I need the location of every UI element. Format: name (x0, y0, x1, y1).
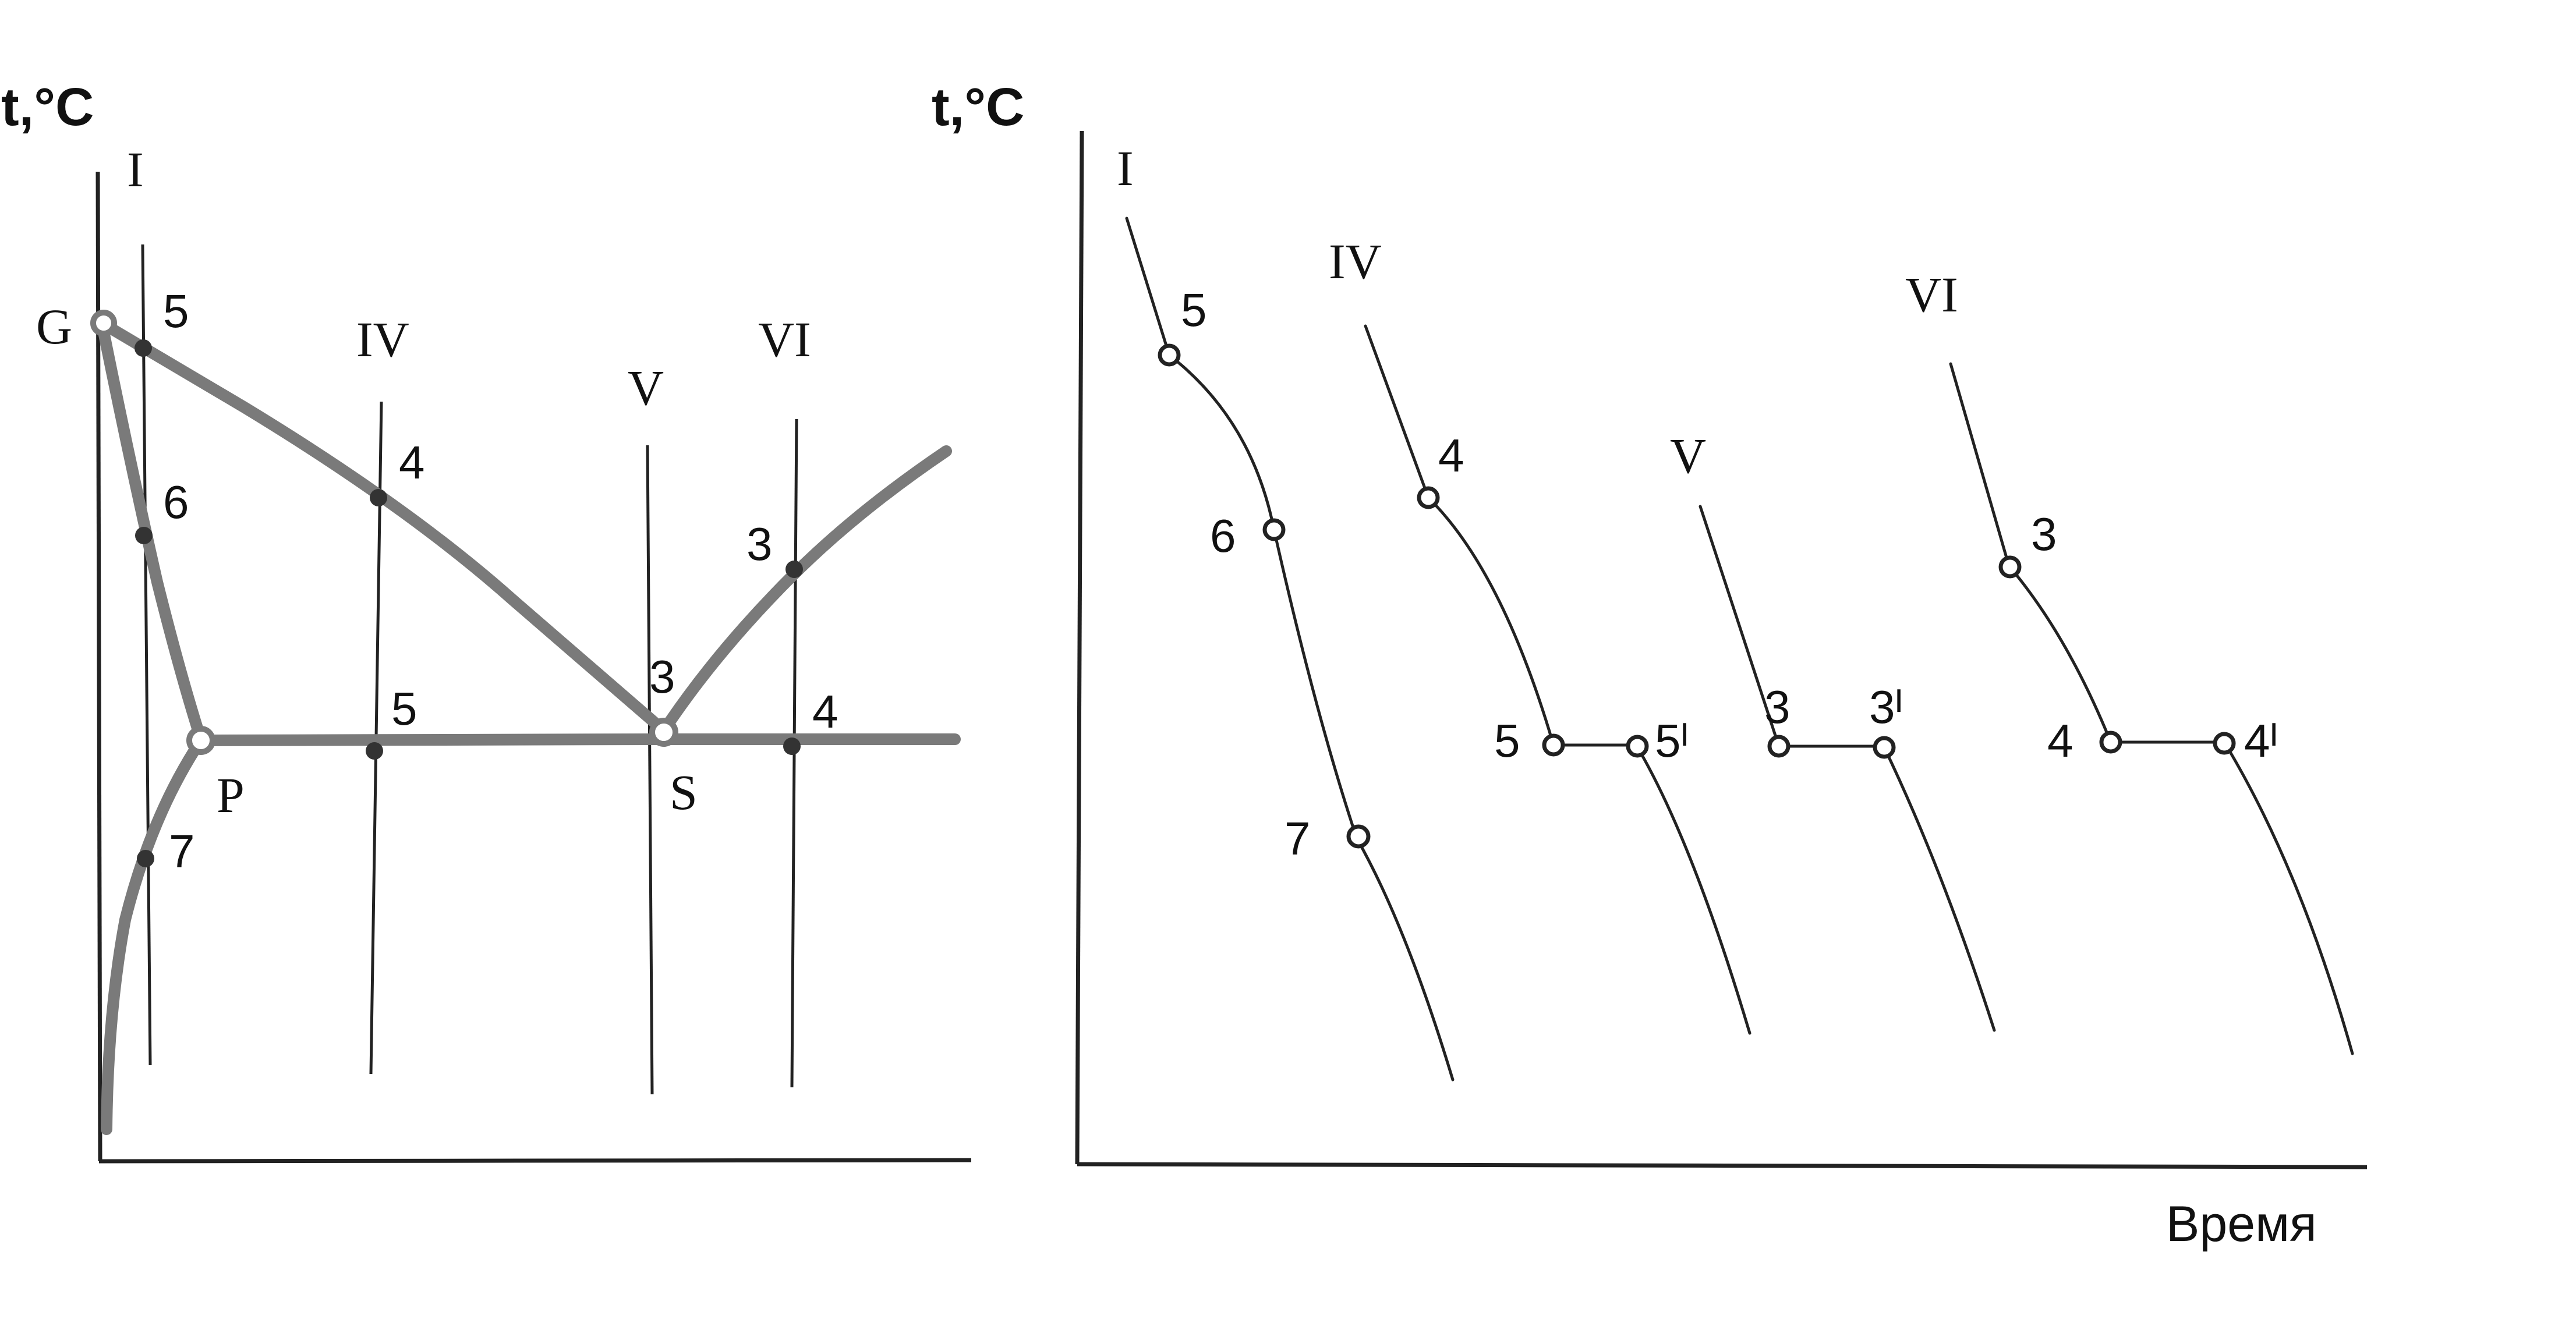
cc-label-VI-4prime: 4ᴵ (2244, 715, 2278, 767)
phase-x-axis (98, 1158, 972, 1164)
point-P-marker (186, 726, 215, 755)
phase-label-IV-5: 5 (391, 683, 417, 735)
cc-label-IV-4: 4 (1438, 430, 1464, 481)
cc-marker-I-6 (1262, 518, 1286, 541)
phase-y-axis-label: t,°C (1, 77, 94, 137)
cc-label-I-6: 6 (1210, 510, 1236, 562)
dot-VI-3 (785, 561, 803, 578)
cooling-y-axis-label: t,°C (932, 77, 1024, 137)
cc-marker-V-3 (1767, 735, 1791, 758)
cc-curve-label-V: V (1670, 428, 1706, 484)
alloy-line-V (646, 445, 654, 1095)
point-S-marker (649, 718, 678, 747)
cc-label-VI-3: 3 (2031, 508, 2057, 560)
solidus-line-GP (96, 317, 207, 745)
phase-label-I-6: 6 (163, 476, 189, 528)
cc-marker-IV-5prime (1626, 735, 1649, 758)
phase-label-I-5: 5 (163, 285, 189, 337)
cooling-x-axis (1077, 1162, 2368, 1169)
dot-I-7 (137, 850, 154, 867)
alloy-line-I (141, 244, 152, 1066)
point-label-P: P (217, 767, 245, 823)
phase-y-axis (95, 171, 102, 1162)
phase-diagram: t,°C I IV V VI G P S 5 6 7 4 5 3 3 4 (1, 77, 972, 1164)
cc-label-V-3prime: 3ᴵ (1869, 681, 1903, 733)
cc-label-IV-5: 5 (1494, 715, 1520, 767)
solvus-line-PQ (101, 735, 207, 1135)
cc-marker-I-5 (1158, 343, 1181, 367)
cc-label-V-3: 3 (1764, 681, 1791, 733)
phase-alloy-label-V: V (628, 360, 664, 416)
dot-VI-4 (783, 737, 801, 755)
phase-alloy-label-VI: VI (758, 311, 811, 367)
phase-label-VI-4: 4 (812, 686, 838, 737)
cooling-curve-VI (1949, 362, 2354, 1055)
phase-label-V-3: 3 (649, 651, 675, 703)
cc-curve-label-VI: VI (1905, 267, 1958, 322)
point-label-G: G (36, 299, 72, 354)
point-G-marker (90, 310, 117, 336)
cc-marker-IV-4 (1417, 486, 1440, 509)
cc-marker-I-7 (1346, 824, 1371, 849)
cooling-x-axis-label: Время (2166, 1196, 2317, 1252)
dot-I-6 (135, 527, 153, 544)
cc-marker-VI-3 (1998, 555, 2022, 579)
phase-label-I-7: 7 (169, 825, 195, 877)
cc-label-VI-4: 4 (2047, 715, 2073, 767)
liquidus-line-SE (658, 445, 952, 736)
point-label-S: S (670, 764, 698, 820)
phase-label-IV-4: 4 (399, 437, 425, 488)
cooling-curves: t,°C Время I IV V VI 5 6 7 4 5 5ᴵ 3 3ᴵ 3… (932, 77, 2368, 1252)
dot-I-5 (135, 339, 152, 357)
cooling-curve-V (1699, 505, 1996, 1032)
cc-label-I-5: 5 (1181, 284, 1207, 336)
cooling-curve-I (1125, 217, 1455, 1082)
cooling-y-axis (1075, 130, 1084, 1165)
cc-curve-label-IV: IV (1329, 233, 1382, 289)
cc-marker-V-3prime (1873, 736, 1896, 759)
liquidus-line-GS (96, 317, 670, 736)
dot-IV-4 (370, 489, 387, 506)
phase-alloy-label-I: I (127, 141, 144, 197)
cooling-curve-IV (1364, 324, 1751, 1035)
eutectoid-line-PS (195, 733, 961, 746)
dot-IV-5 (366, 742, 383, 760)
cc-marker-VI-4 (2099, 731, 2122, 754)
cc-marker-VI-4prime (2213, 732, 2236, 755)
phase-alloy-label-IV: IV (356, 311, 409, 367)
phase-label-VI-3: 3 (746, 518, 773, 570)
cc-label-I-7: 7 (1285, 813, 1311, 864)
cc-curve-label-I: I (1117, 140, 1134, 196)
cc-marker-IV-5 (1542, 733, 1565, 757)
cc-label-IV-5prime: 5ᴵ (1655, 715, 1689, 767)
